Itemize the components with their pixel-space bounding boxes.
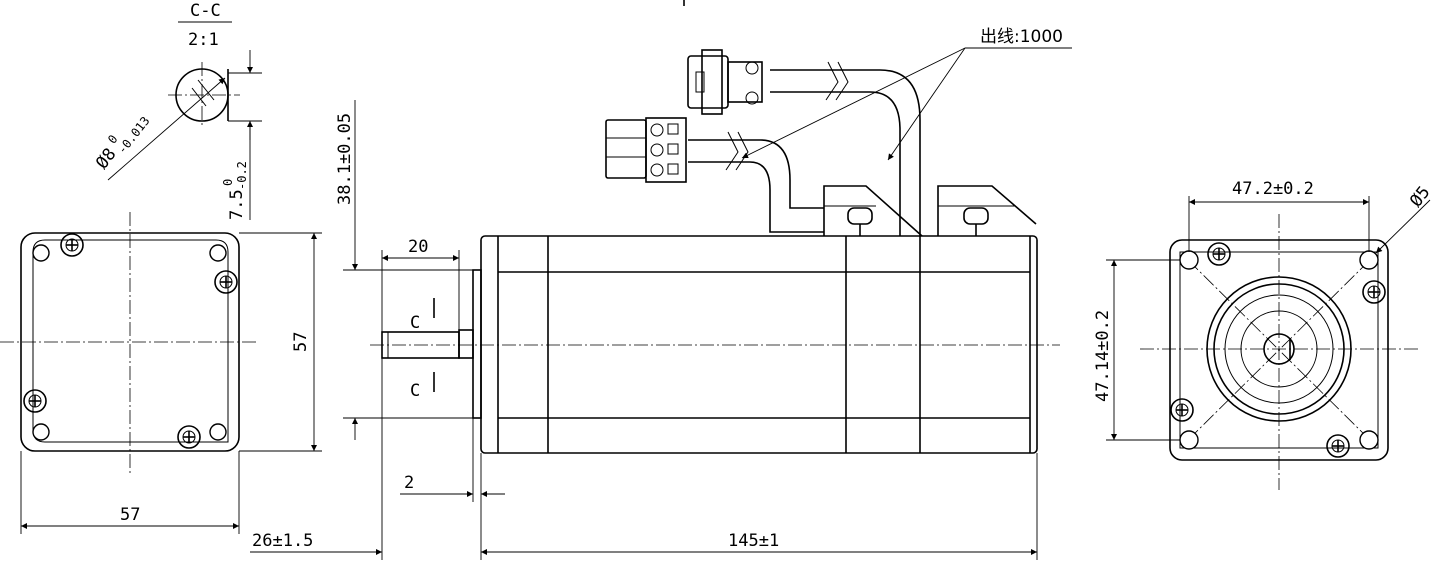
cable-length-label: 出线:1000 <box>980 27 1063 47</box>
screw-icon <box>1326 434 1350 458</box>
screw-icon <box>60 233 84 257</box>
section-scale: 2:1 <box>188 30 219 50</box>
cut-mark-bottom: C <box>410 381 420 401</box>
section-view: C-C 2:1 Ø8 0 -0.013 7.5 0 -0.2 <box>92 1 262 220</box>
bolt-spacing-v-label: 47.14±0.2 <box>1093 310 1113 402</box>
shaft-diameter-label: Ø8 0 -0.013 <box>92 114 153 173</box>
shaft-total-label: 26±1.5 <box>252 531 313 551</box>
screw-icon <box>177 425 201 449</box>
body-length-label: 145±1 <box>728 531 779 551</box>
screw-icon <box>214 270 238 294</box>
screw-icon <box>23 389 47 413</box>
rear-width-label: 57 <box>120 505 140 525</box>
section-name: C-C <box>190 1 221 21</box>
mount-hole <box>209 244 227 262</box>
mount-hole <box>32 244 50 262</box>
screw-icon <box>1207 242 1231 266</box>
terminal-block-icon <box>605 117 687 183</box>
shaft-length-label: 20 <box>408 237 428 257</box>
side-view: 出线:1000 C C 38.1±0.05 20 2 26±1.5 145±1 <box>250 0 1072 560</box>
shaft-end <box>1263 333 1295 365</box>
svg-text:0: 0 <box>221 179 235 186</box>
mount-hole <box>209 423 227 441</box>
front-view: 47.2±0.2 47.14±0.2 Ø5 <box>1093 179 1432 490</box>
svg-text:-0.2: -0.2 <box>235 161 249 190</box>
mount-hole <box>1179 430 1199 450</box>
cut-mark-top: C <box>410 313 420 333</box>
db-connector-icon <box>687 49 763 115</box>
pilot-circle <box>1206 276 1352 422</box>
mount-hole <box>1359 250 1379 270</box>
rear-view: 57 57 <box>0 212 322 534</box>
mount-hole <box>1359 430 1379 450</box>
cable-gland-icon <box>847 207 873 236</box>
bolt-spacing-h-label: 47.2±0.2 <box>1232 179 1314 199</box>
mount-hole <box>32 423 50 441</box>
svg-text:-0.013: -0.013 <box>115 114 153 157</box>
pilot-length-label: 2 <box>404 473 414 493</box>
screw-icon <box>1362 280 1386 304</box>
pilot-diameter-label: 38.1±0.05 <box>335 113 355 205</box>
rear-height-label: 57 <box>291 332 311 352</box>
screw-icon <box>1170 398 1194 422</box>
pilot <box>472 269 482 419</box>
cable-gland-icon <box>963 207 989 236</box>
mount-hole <box>1179 250 1199 270</box>
motor-body <box>480 235 1038 454</box>
flat-depth-label: 7.5 0 -0.2 <box>221 161 249 220</box>
svg-text:7.5: 7.5 <box>227 189 247 220</box>
hole-dia-label: Ø5 <box>1406 183 1432 211</box>
